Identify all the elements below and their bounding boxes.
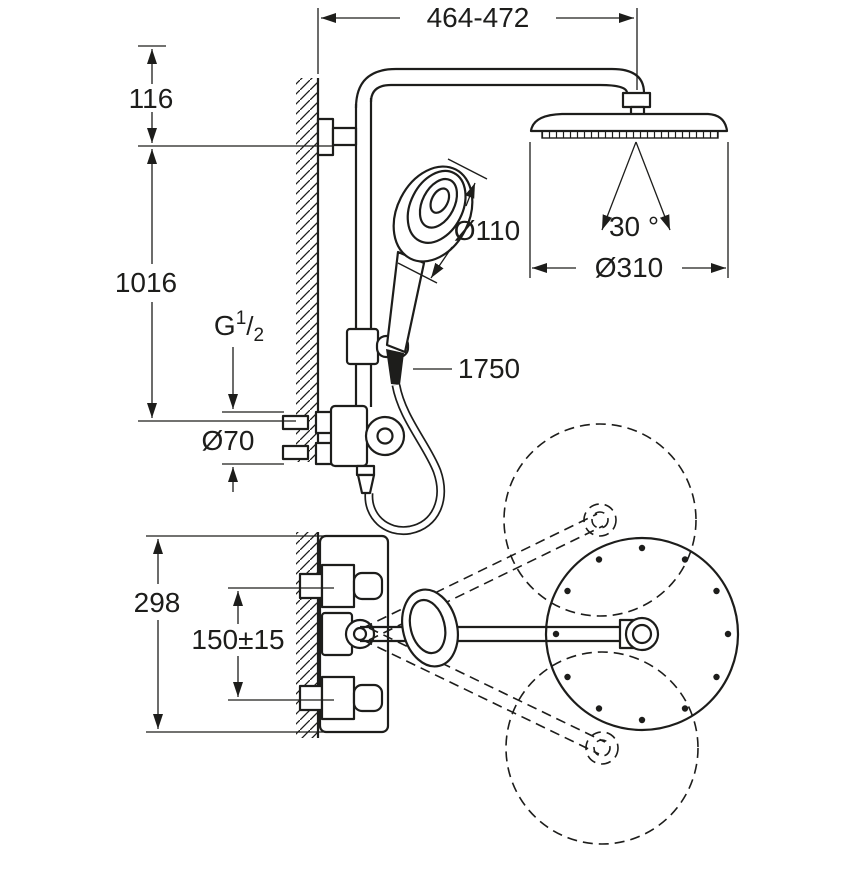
spray-angle-label: 30 ° xyxy=(609,211,659,242)
wall-side xyxy=(296,78,320,462)
dim-escutcheon-label: Ø70 xyxy=(202,425,255,456)
thread-label-group: G1/2 xyxy=(214,308,264,409)
plan-hand-shower xyxy=(401,588,459,668)
plan-valve xyxy=(298,534,390,734)
wall-unions xyxy=(281,410,334,466)
dimension-spray-angle: 30 ° xyxy=(601,141,671,242)
dim-top-offset-label: 116 xyxy=(129,83,174,114)
thread-size-label: G1/2 xyxy=(214,308,264,346)
dim-center-distance-label: 150±15 xyxy=(191,624,284,655)
head-shower-side xyxy=(529,112,729,139)
swivel-lower xyxy=(362,627,699,845)
hose-length-label-group: 1750 xyxy=(413,353,520,384)
dimension-1016: 1016 xyxy=(115,145,332,422)
dimension-center-distance: 150±15 xyxy=(191,587,334,701)
hose-length-label: 1750 xyxy=(458,353,520,384)
dimension-escutcheon: Ø70 xyxy=(202,411,284,492)
thermostat-valve xyxy=(329,404,406,495)
dimension-head-shower: Ø310 xyxy=(529,142,729,283)
wall-bracket xyxy=(316,117,358,157)
swivel-upper xyxy=(362,423,697,641)
dimension-298: 298 xyxy=(134,535,330,733)
dimension-hand-shower: Ø110 xyxy=(397,158,520,284)
dimension-width-range: 464-472 xyxy=(317,2,638,90)
dim-hand-shower-label: Ø110 xyxy=(454,215,520,246)
shower-pipe xyxy=(354,67,652,407)
shower-hose xyxy=(364,384,446,536)
dim-pipe-height-label: 1016 xyxy=(115,267,177,298)
dim-depth-label: 298 xyxy=(134,587,181,618)
hand-shower xyxy=(385,165,474,385)
head-shower-plan xyxy=(544,536,740,732)
dim-width-range-label: 464-472 xyxy=(427,2,530,33)
dim-head-shower-label: Ø310 xyxy=(595,252,664,283)
dimension-116: 116 xyxy=(129,45,174,143)
